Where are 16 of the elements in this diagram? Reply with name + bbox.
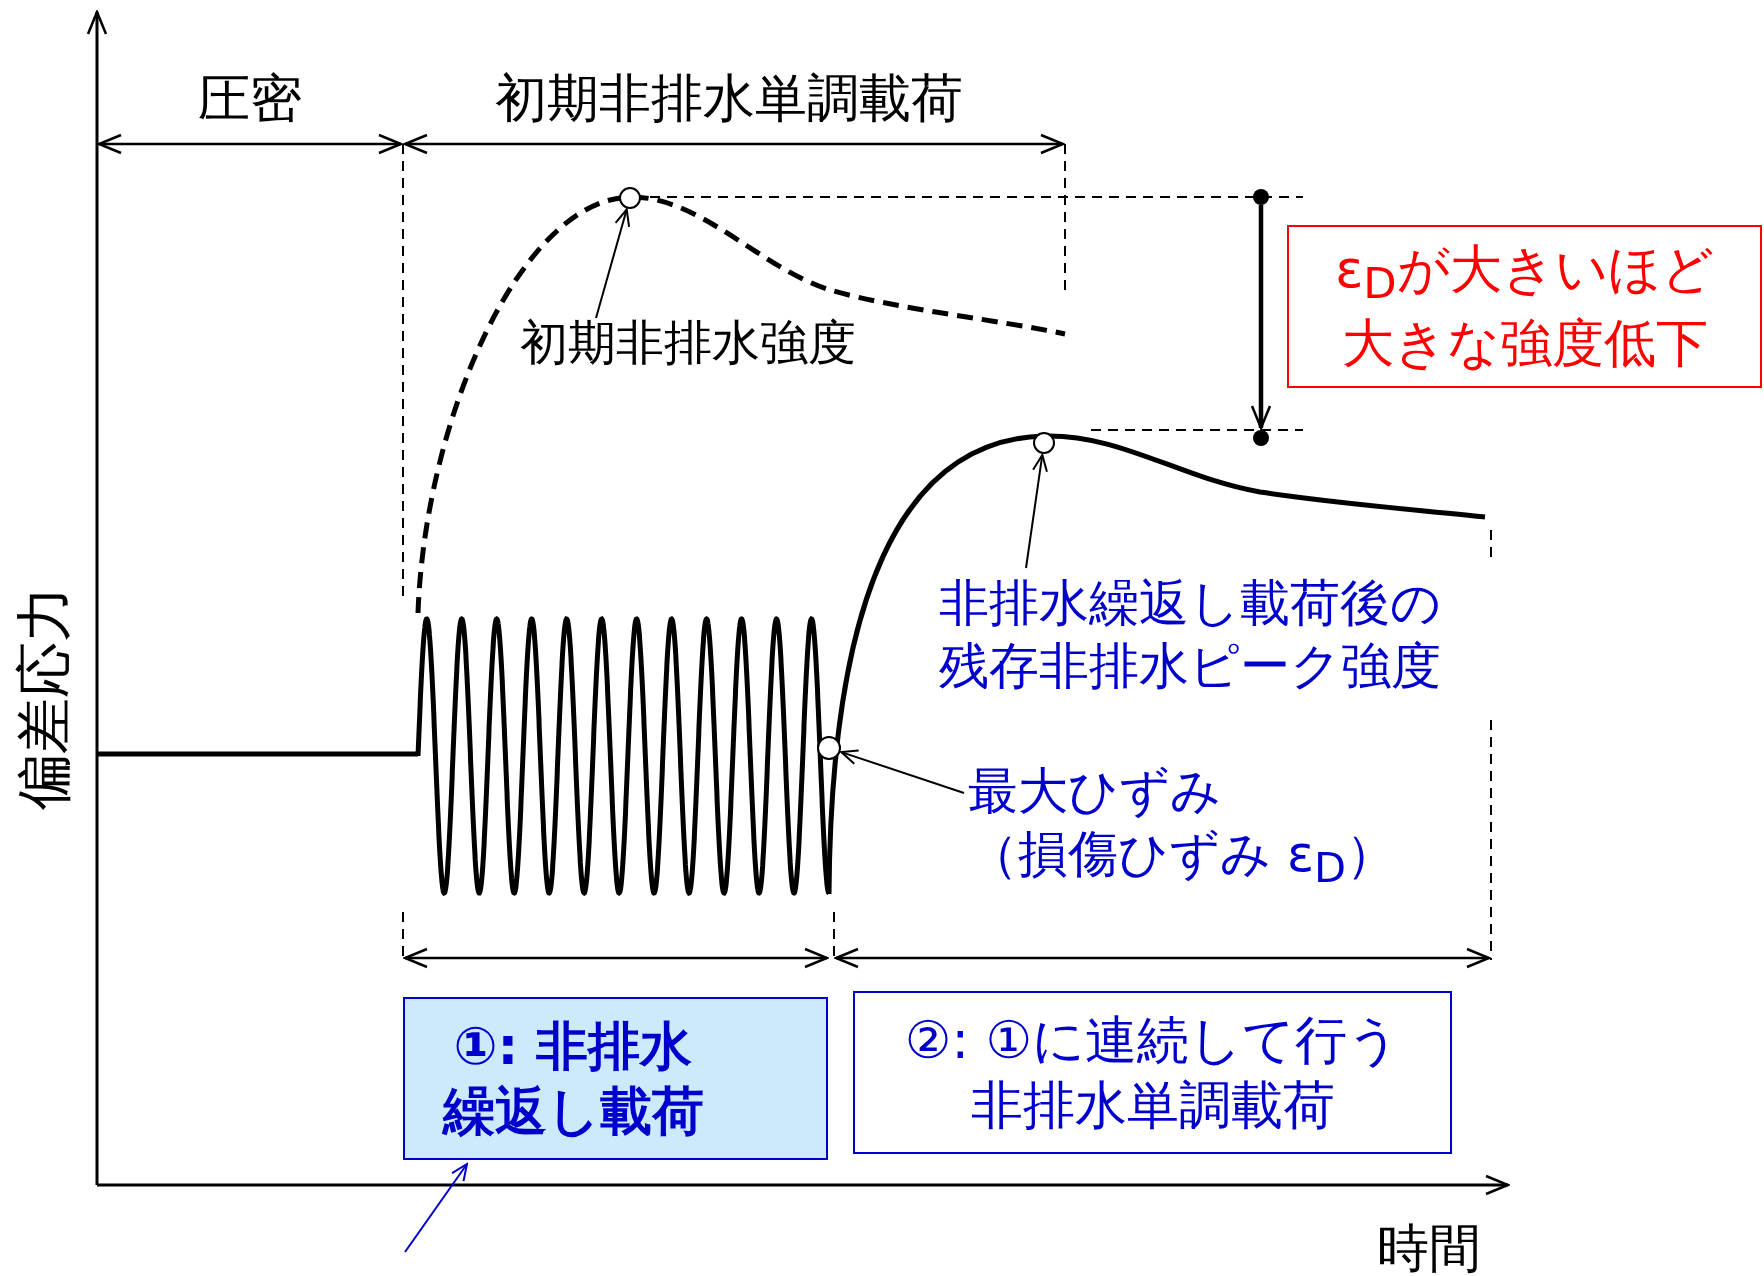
leader-line	[840, 749, 965, 794]
axis-title: 時間	[1377, 1217, 1481, 1276]
arrow	[404, 1163, 468, 1253]
phase-label: 圧密	[198, 67, 302, 130]
leader-line	[595, 208, 631, 319]
annotation-label: 非排水繰返し載荷後の残存非排水ピーク強度	[939, 572, 1484, 697]
axis-title: 偏差応力	[10, 586, 77, 810]
annotation-label: 初期非排水強度	[520, 312, 856, 372]
phase-box: ②: ①に連続して行う非排水単調載荷	[853, 991, 1452, 1154]
phase-box: ①: 非排水繰返し載荷	[403, 997, 828, 1160]
phase-label: 初期非排水単調載荷	[495, 67, 963, 130]
point-marker	[1033, 432, 1055, 454]
annotation-label: 最大ひずみ（損傷ひずみ ε$_{D}$）	[968, 760, 1398, 894]
leader-line	[1025, 453, 1048, 569]
point-marker	[619, 187, 641, 209]
note-box: ε$_{D}$が大きいほど大きな強度低下	[1287, 225, 1762, 388]
